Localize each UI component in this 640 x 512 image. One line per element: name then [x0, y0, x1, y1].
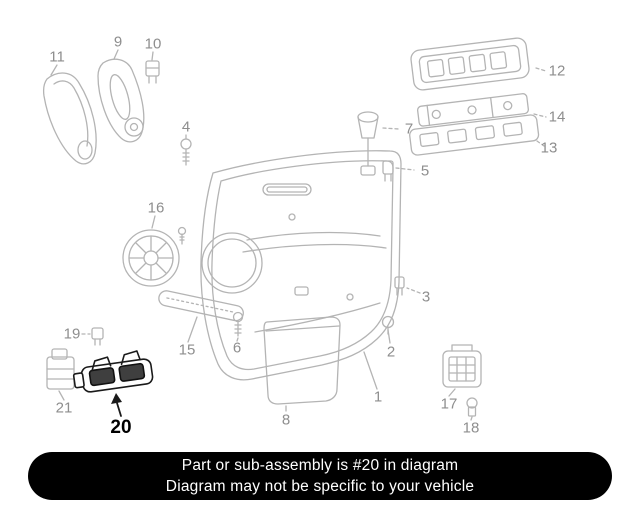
part-callout-9: 9: [113, 33, 123, 51]
part-bulb-18: [466, 397, 478, 417]
part-carrier-plate: [409, 114, 540, 156]
part-clip-3: [394, 276, 405, 296]
part-callout-3: 3: [421, 288, 431, 306]
part-callout-17: 17: [440, 395, 458, 413]
part-bracket-14: [416, 93, 529, 127]
part-callout-11: 11: [49, 48, 65, 66]
notice-banner: Part or sub-assembly is #20 in diagram D…: [28, 452, 612, 500]
part-lock-knob: [357, 111, 379, 176]
part-callout-5: 5: [420, 162, 430, 180]
part-clip-10: [145, 60, 160, 84]
part-callout-1: 1: [373, 388, 383, 406]
part-clip-19: [91, 327, 104, 346]
part-speaker: [122, 226, 187, 287]
part-switch-bezel: [410, 37, 530, 91]
part-screw-6: [232, 311, 244, 337]
part-door-panel: [200, 150, 402, 381]
part-callout-12: 12: [548, 62, 566, 80]
part-callout-15: 15: [178, 341, 196, 359]
part-callout-19: 19: [63, 325, 81, 343]
part-callout-14: 14: [548, 108, 566, 126]
part-callout-16: 16: [147, 199, 165, 217]
part-callout-2: 2: [386, 343, 396, 361]
arrow-to-part-20: [116, 402, 122, 417]
part-callout-7: 7: [404, 120, 414, 138]
banner-line-2: Diagram may not be specific to your vehi…: [165, 477, 475, 495]
part-door-pocket: [263, 316, 341, 405]
part-grab-handle: [97, 58, 145, 143]
part-callout-10: 10: [144, 35, 162, 53]
part-clip-5: [382, 160, 394, 182]
part-callout-21: 21: [55, 399, 73, 417]
part-armrest: [42, 72, 97, 165]
part-callout-18: 18: [462, 419, 480, 437]
part-trim-strip: [158, 290, 244, 322]
banner-line-1: Part or sub-assembly is #20 in diagram: [181, 456, 459, 474]
part-connector-17: [442, 344, 482, 388]
part-callout-20: 20: [110, 417, 132, 438]
part-window-switch-highlighted: [72, 350, 154, 417]
leader-lines: [50, 49, 547, 421]
part-callout-6: 6: [232, 339, 242, 357]
part-callout-4: 4: [181, 118, 191, 136]
part-switch-21: [46, 348, 75, 390]
part-callout-13: 13: [540, 139, 558, 157]
part-callout-8: 8: [281, 411, 291, 429]
